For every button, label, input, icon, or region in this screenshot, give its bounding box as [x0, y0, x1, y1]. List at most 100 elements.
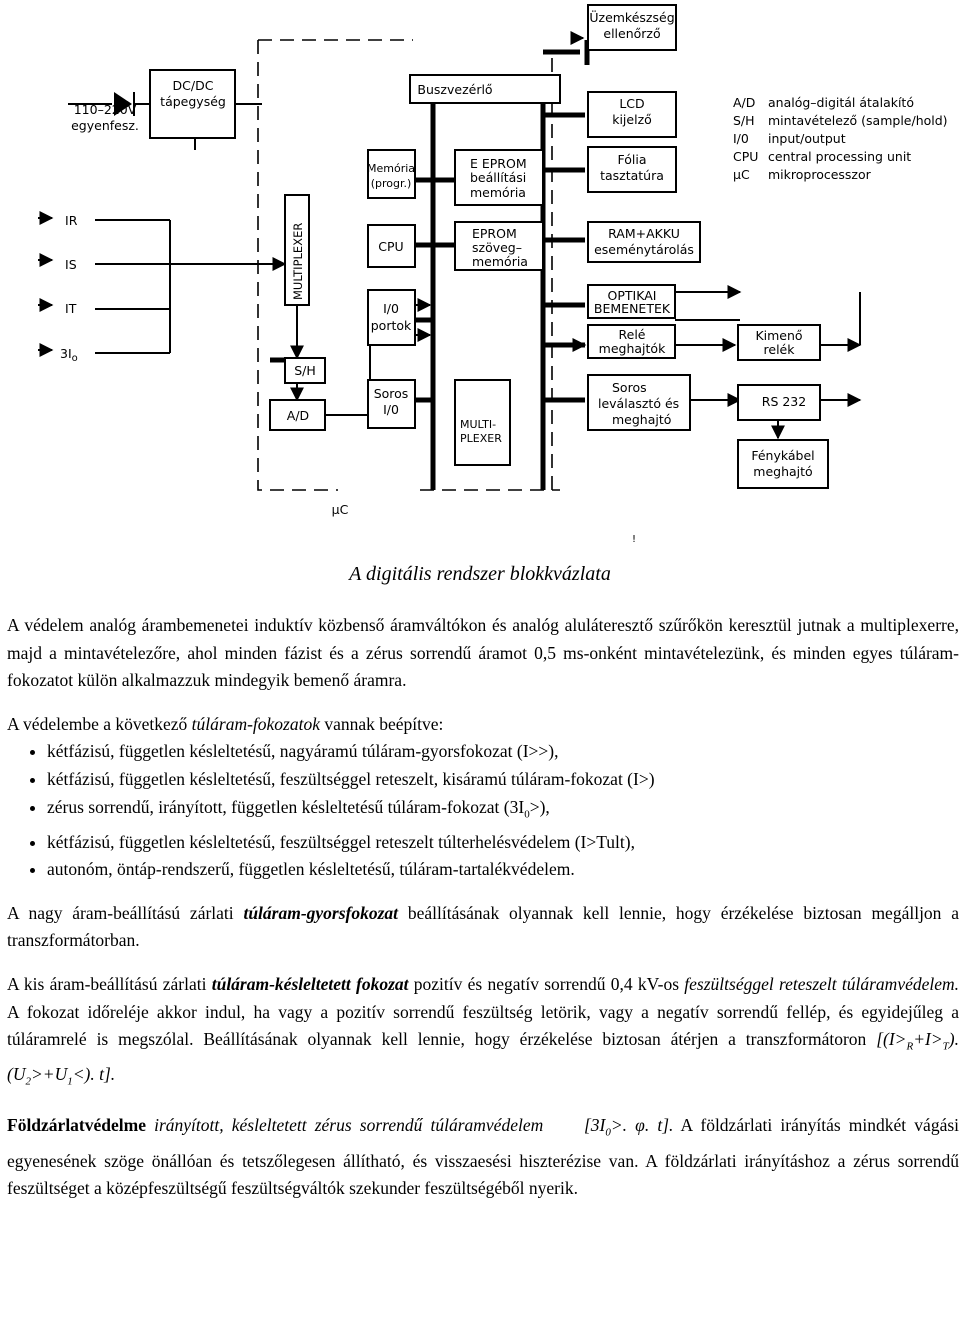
eprom-label-3: memória	[472, 254, 528, 269]
kimeno-label-1: Kimenő	[755, 328, 802, 343]
rele-label-2: meghajtók	[599, 341, 666, 356]
multiplexer-box	[284, 194, 310, 306]
current-inputs: IR IS IT 3Io	[38, 211, 78, 364]
kimeno-box	[737, 324, 821, 361]
legend-desc: mikroprocesszor	[768, 167, 872, 182]
buszvezerlo-label: Buszvezérlő	[417, 82, 492, 97]
signal-wires	[68, 31, 862, 440]
paragraph-4: A kis áram-beállítású zárlati túláram-ké…	[7, 974, 960, 1088]
rele-label-1: Relé	[619, 327, 646, 342]
cpu-box	[367, 224, 416, 268]
block-diagram: Üzemkészség ellenőrző 110–220V egyenfesz…	[38, 4, 948, 545]
soros-lev-label-3: meghajtó	[612, 412, 671, 427]
eeprom-label-2: beállítási	[470, 170, 526, 185]
input-ir: IR	[65, 213, 78, 228]
input-it: IT	[65, 301, 77, 316]
sh-box	[284, 357, 326, 384]
input-is: IS	[65, 257, 77, 272]
legend-desc: central processing unit	[768, 149, 911, 164]
memoria-box	[367, 149, 416, 199]
eeprom-label-1: E EPROM	[470, 156, 527, 171]
dcdc-label-1: DC/DC	[173, 78, 214, 93]
legend-abbr: I/0	[733, 131, 749, 146]
formula: [3I0>. φ. t].	[583, 1115, 674, 1139]
uzemkeszseg-box	[587, 4, 677, 51]
supply-input-label-1: 110–220V	[74, 102, 137, 117]
uzemkeszseg-label-2: ellenőrző	[603, 26, 660, 41]
folia-label-1: Fólia	[618, 152, 647, 167]
lcd-label-1: LCD	[619, 96, 644, 111]
ram-box	[587, 221, 701, 263]
fenykabel-label-2: meghajtó	[753, 464, 812, 479]
soros-io-box	[367, 379, 416, 429]
soros-lev-label-2: leválasztó és	[598, 396, 679, 411]
fenykabel-box	[737, 439, 829, 489]
list-item: autonóm, öntáp-rendszerű, független késl…	[47, 856, 959, 884]
legend-abbr: CPU	[733, 149, 758, 164]
eprom-label-1: EPROM	[472, 226, 517, 241]
folia-label-2: tasztatúra	[600, 168, 664, 183]
optikai-box	[587, 284, 676, 319]
overcurrent-stage-list: kétfázisú, független késleltetésű, nagyá…	[7, 738, 959, 883]
list-item: zérus sorrendű, irányított, független ké…	[47, 794, 959, 829]
memoria-label-2: (progr.)	[371, 177, 412, 190]
paragraph-2: A védelembe a következő túláram-fokozato…	[7, 713, 444, 734]
cpu-label: CPU	[378, 239, 403, 254]
soros-lev-box	[587, 374, 691, 431]
ad-box	[269, 399, 326, 431]
legend-desc: input/output	[768, 131, 846, 146]
mu-c-label: μC	[332, 502, 349, 517]
lcd-label-2: kijelző	[612, 112, 652, 127]
dcdc-label-2: tápegység	[160, 94, 226, 109]
ad-label: A/D	[287, 408, 309, 423]
eeprom-box	[454, 149, 544, 206]
stray-mark: !	[632, 534, 636, 545]
soros-lev-label-1: Soros	[612, 380, 647, 395]
legend-desc: analóg–digitál átalakító	[768, 95, 914, 110]
eeprom-label-3: memória	[470, 185, 526, 200]
optikai-label-2: BEMENETEK	[594, 301, 671, 316]
soros-io-label-2: I/0	[383, 402, 399, 417]
input-3io: 3Io	[60, 346, 78, 364]
supply-input-label-2: egyenfesz.	[71, 118, 139, 133]
eprom-label-2: szöveg–	[472, 240, 522, 255]
legend-abbr: μC	[733, 167, 750, 182]
sh-label: S/H	[294, 363, 316, 378]
io-portok-label-1: I/0	[383, 301, 399, 316]
soros-io-label-1: Soros	[374, 386, 409, 401]
legend-abbr: S/H	[733, 113, 755, 128]
microcontroller-boundary	[257, 39, 560, 491]
kimeno-label-2: relék	[764, 342, 796, 357]
multiplexer2-label-2: PLEXER	[460, 432, 502, 445]
ram-label-1: RAM+AKKU	[608, 226, 680, 241]
eprom-box	[454, 221, 544, 271]
paragraph-5: Földzárlatvédelme irányított, késleltete…	[7, 1115, 960, 1199]
list-item: kétfázisú, független késleltetésű, feszü…	[47, 829, 959, 857]
paragraph-1: A védelem analóg árambemenetei induktív …	[7, 615, 959, 691]
list-item: kétfázisú, független késleltetésű, feszü…	[47, 766, 959, 794]
multiplexer2-label-1: MULTI-	[460, 418, 496, 431]
folia-box	[587, 146, 677, 193]
figure-caption: A digitális rendszer blokkvázlata	[349, 563, 611, 585]
rele-box	[587, 324, 676, 359]
fenykabel-label-1: Fénykábel	[751, 448, 814, 463]
io-portok-label-2: portok	[371, 318, 412, 333]
memoria-label-1: Memória	[367, 162, 415, 175]
list-item: kétfázisú, független késleltetésű, nagyá…	[47, 738, 959, 766]
abbreviation-legend: A/D analóg–digitál átalakító S/H mintavé…	[733, 95, 948, 182]
lcd-box	[587, 91, 677, 138]
multiplexer-label: MULTIPLEXER	[291, 223, 305, 300]
optikai-label-1: OPTIKAI	[608, 288, 657, 303]
paragraph-3: A nagy áram-beállítású zárlati túláram-g…	[7, 902, 959, 951]
buszvezerlo-box	[409, 74, 561, 104]
ram-label-2: eseménytárolás	[594, 242, 694, 257]
body-text: A védelem analóg árambemenetei induktív …	[7, 612, 959, 1219]
rs232-box	[737, 384, 821, 421]
multiplexer2-box	[454, 379, 511, 466]
legend-abbr: A/D	[733, 95, 755, 110]
dcdc-box	[149, 69, 236, 139]
uzemkeszseg-label-1: Üzemkészség	[589, 9, 674, 25]
formula: [(I>R+I>T).(U2>+U1<). t].	[7, 1029, 959, 1088]
rs232-label: RS 232	[762, 394, 806, 409]
io-portok-box	[367, 289, 416, 346]
